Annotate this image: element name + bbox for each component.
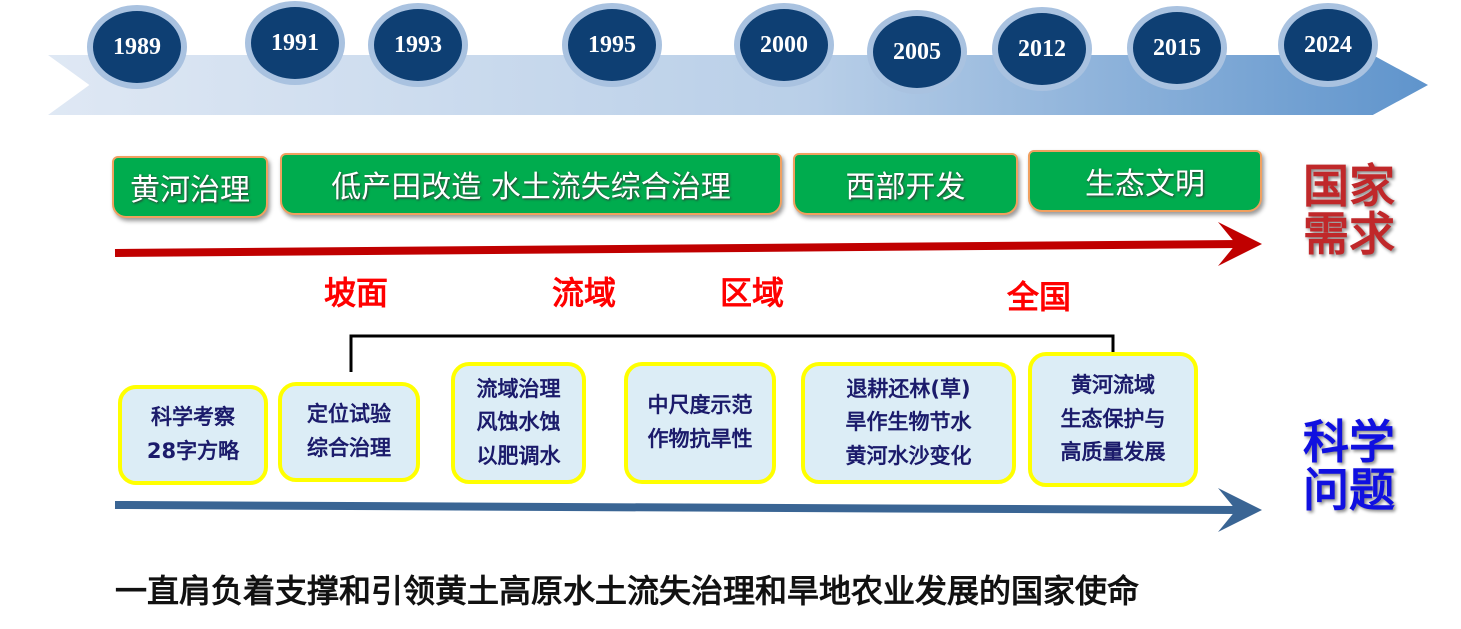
need-banner-soil-erosion: 低产田改造 水土流失综合治理 [280, 153, 782, 215]
year-1993: 1993 [368, 3, 468, 87]
topic-box: 流域治理风蚀水蚀以肥调水 [451, 362, 586, 484]
year-1991: 1991 [245, 1, 345, 85]
year-2015: 2015 [1127, 6, 1227, 90]
need-banner-western-dev: 西部开发 [793, 153, 1018, 215]
year-1995: 1995 [562, 3, 662, 87]
topic-box: 中尺度示范作物抗旱性 [624, 362, 776, 484]
science-arrow [114, 488, 1262, 532]
year-1989: 1989 [87, 5, 187, 89]
year-2000: 2000 [734, 3, 834, 87]
topic-box: 定位试验综合治理 [278, 382, 420, 482]
topic-box: 退耕还林(草)旱作生物节水黄河水沙变化 [801, 362, 1016, 484]
need-banner-yellow-river: 黄河治理 [112, 156, 268, 218]
year-2012: 2012 [992, 7, 1092, 91]
scope-bracket [349, 334, 1115, 372]
scale-national: 全国 [1007, 278, 1072, 316]
scale-watershed: 流域 [552, 274, 617, 312]
scale-region: 区域 [720, 274, 785, 312]
year-2024: 2024 [1278, 3, 1378, 87]
topic-box: 黄河流域生态保护与高质量发展 [1028, 352, 1198, 487]
year-2005: 2005 [867, 10, 967, 94]
scale-slope: 坡面 [324, 274, 389, 312]
need-banner-eco-civilization: 生态文明 [1028, 150, 1262, 212]
needs-arrow [114, 222, 1262, 266]
label-science-questions: 科学问题 [1303, 415, 1395, 518]
mission-statement: 一直肩负着支撑和引领黄土高原水土流失治理和旱地农业发展的国家使命 [115, 572, 1140, 610]
label-national-needs: 国家需求 [1303, 159, 1395, 262]
